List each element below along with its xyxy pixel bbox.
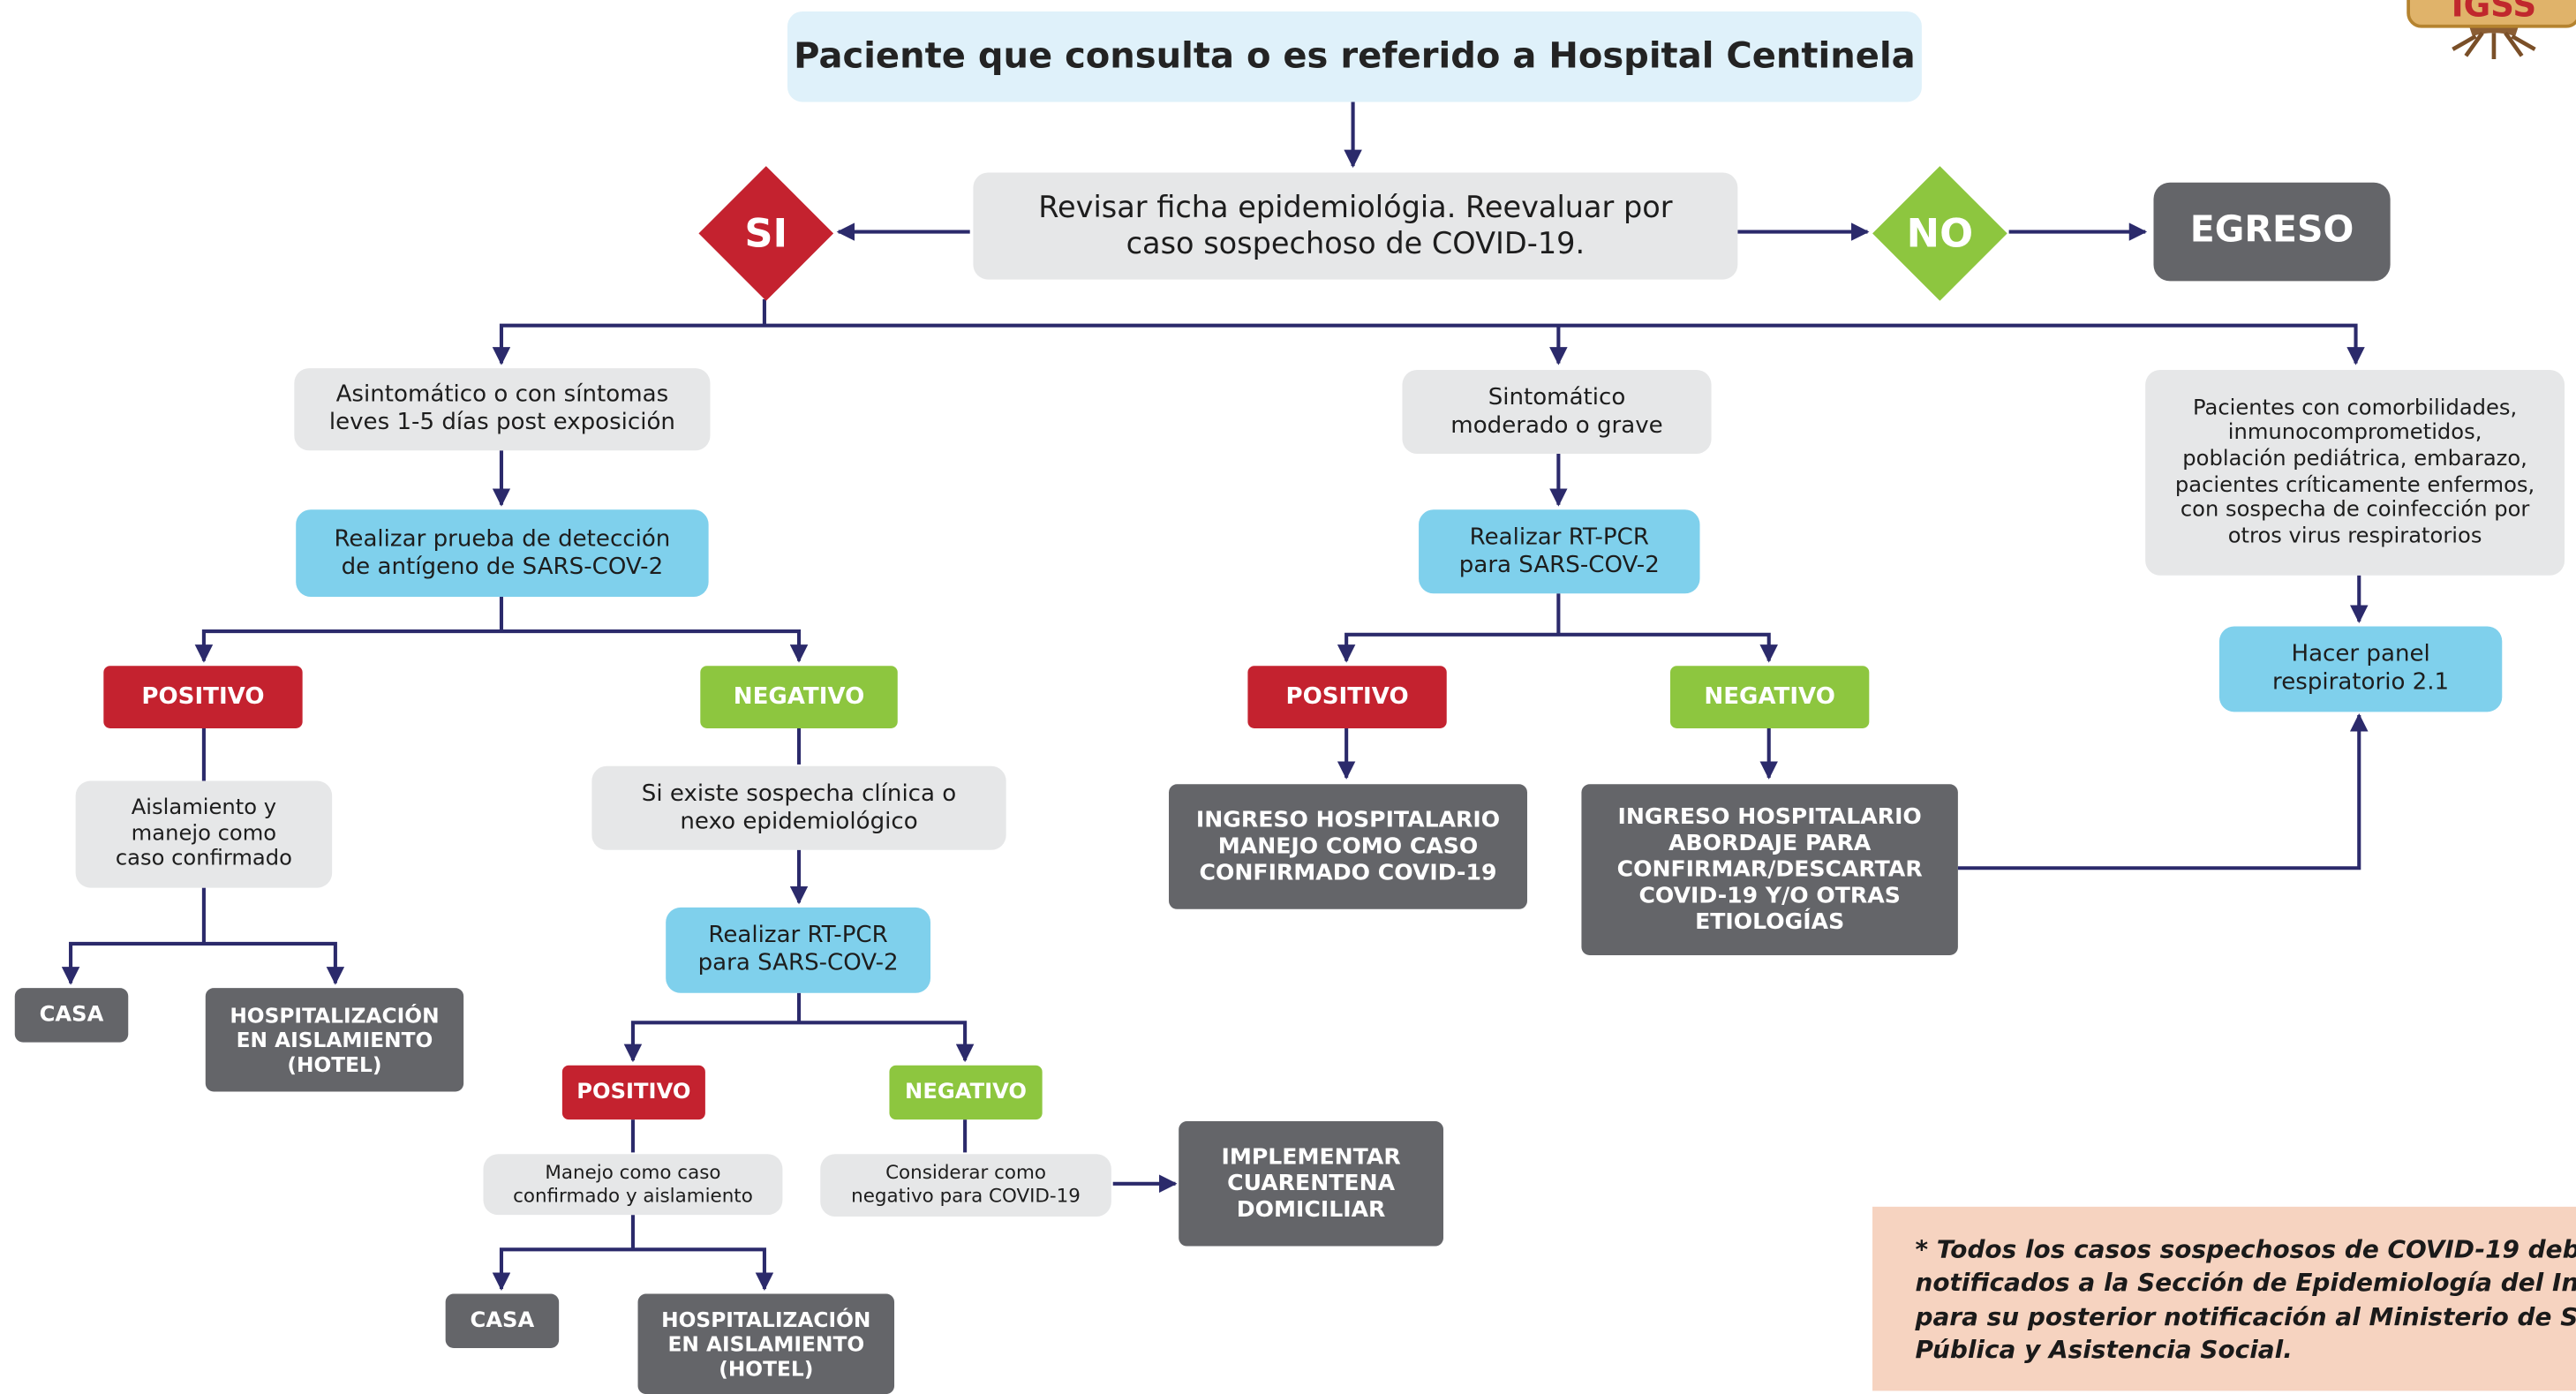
svg-text:IGSS: IGSS <box>2452 0 2536 25</box>
symptomatic-box: Sintomático moderado o grave <box>1402 369 1712 454</box>
start-box: Paciente que consulta o es referido a Ho… <box>787 11 1922 102</box>
left-rtpcr-line-1: Realizar RT-PCR <box>708 923 888 949</box>
left-rtpcr-box: Realizar RT-PCR para SARS-COV-2 <box>666 907 931 993</box>
footnote-line-4: Pública y Asistencia Social. <box>1915 1334 2293 1365</box>
manage-line-2: confirmado y aislamiento <box>513 1182 753 1206</box>
antigen-line-1: Realizar prueba de detección <box>334 525 671 553</box>
consider-line-2: negativo para COVID-19 <box>851 1183 1081 1207</box>
comorb-line-3: población pediátrica, embarazo, <box>2182 447 2527 472</box>
ingreso-neg-line-2: ABORDAJE PARA <box>1668 829 1872 856</box>
hosp2-line-3: (HOTEL) <box>719 1356 814 1382</box>
si-decision: SI <box>698 166 834 301</box>
antigen-test-box: Realizar prueba de detección de antígeno… <box>296 509 709 597</box>
rtpcr-positivo-badge: POSITIVO <box>561 1065 705 1120</box>
ingreso-negativo-box: INGRESO HOSPITALARIO ABORDAJE PARA CONFI… <box>1581 784 1958 955</box>
middle-positivo-badge: POSITIVO <box>1247 666 1447 728</box>
no-decision: NO <box>1872 166 2007 301</box>
middle-rtpcr-line-1: Realizar RT-PCR <box>1469 524 1649 551</box>
asymptomatic-line-1: Asintomático o con síntomas <box>335 381 669 409</box>
footnote-line-2: notificados a la Sección de Epidemiologí… <box>1915 1268 2576 1298</box>
review-line-2: caso sospechoso de COVID-19. <box>1126 226 1586 261</box>
antigen-line-2: de antígeno de SARS-COV-2 <box>341 553 664 580</box>
footnote-line-3: para su posterior notificación al Minist… <box>1915 1300 2576 1331</box>
suspicion-line-2: nexo epidemiológico <box>680 808 918 835</box>
middle-rtpcr-box: Realizar RT-PCR para SARS-COV-2 <box>1419 509 1700 594</box>
isolation-box: Aislamiento y manejo como caso confirmad… <box>75 780 333 888</box>
casa-box-2: CASA <box>445 1293 560 1349</box>
panel-line-1: Hacer panel <box>2291 641 2430 668</box>
middle-rtpcr-line-2: para SARS-COV-2 <box>1458 551 1660 578</box>
no-label: NO <box>1906 210 1974 257</box>
comorbidities-box: Pacientes con comorbilidades, inmunocomp… <box>2145 369 2565 576</box>
hosp2-line-1: HOSPITALIZACIÓN <box>661 1307 871 1332</box>
ingreso-pos-line-2: MANEJO COMO CASO <box>1217 833 1479 860</box>
ingreso-positivo-box: INGRESO HOSPITALARIO MANEJO COMO CASO CO… <box>1169 784 1527 909</box>
suspicion-box: Si existe sospecha clínica o nexo epidem… <box>591 765 1006 850</box>
manage-line-1: Manejo como caso <box>545 1160 721 1184</box>
ingreso-neg-line-4: COVID-19 Y/O OTRAS <box>1638 883 1901 909</box>
isolation-line-2: manejo como <box>131 821 277 847</box>
symptomatic-line-1: Sintomático <box>1488 384 1626 411</box>
footnote-line-1: * Todos los casos sospechosos de COVID-1… <box>1915 1234 2576 1265</box>
asymptomatic-line-2: leves 1-5 días post exposición <box>328 409 675 436</box>
igss-logo: IGSS <box>2407 0 2576 60</box>
si-label: SI <box>744 210 788 257</box>
egreso-box: EGRESO <box>2153 182 2391 282</box>
casa-box: CASA <box>14 988 129 1043</box>
panel-line-2: respiratorio 2.1 <box>2272 668 2450 696</box>
respiratory-panel-box: Hacer panel respiratorio 2.1 <box>2218 626 2503 712</box>
consider-box: Considerar como negativo para COVID-19 <box>820 1154 1111 1217</box>
quarantine-line-3: DOMICILIAR <box>1236 1196 1386 1224</box>
manage-box: Manejo como caso confirmado y aislamient… <box>483 1154 783 1216</box>
quarantine-line-1: IMPLEMENTAR <box>1221 1143 1401 1171</box>
antigen-positivo-badge: POSITIVO <box>103 666 303 728</box>
hospitalizacion-box-2: HOSPITALIZACIÓN EN AISLAMIENTO (HOTEL) <box>637 1293 895 1394</box>
ingreso-neg-line-3: CONFIRMAR/DESCARTAR <box>1616 856 1923 883</box>
hosp-line-1: HOSPITALIZACIÓN <box>230 1002 440 1028</box>
quarantine-box: IMPLEMENTAR CUARENTENA DOMICILIAR <box>1179 1121 1444 1247</box>
asymptomatic-box: Asintomático o con síntomas leves 1-5 dí… <box>294 368 711 451</box>
isolation-line-1: Aislamiento y <box>131 795 277 821</box>
comorb-line-5: con sospecha de coinfección por <box>2180 498 2530 524</box>
middle-negativo-badge: NEGATIVO <box>1669 666 1870 728</box>
hosp-line-3: (HOTEL) <box>287 1051 382 1077</box>
ingreso-neg-line-1: INGRESO HOSPITALARIO <box>1617 802 1922 830</box>
review-line-1: Revisar ficha epidemiológia. Reevaluar p… <box>1038 190 1673 225</box>
quarantine-line-2: CUARENTENA <box>1227 1170 1396 1197</box>
suspicion-line-1: Si existe sospecha clínica o <box>641 780 957 807</box>
antigen-negativo-badge: NEGATIVO <box>700 666 898 728</box>
ingreso-pos-line-1: INGRESO HOSPITALARIO <box>1195 806 1501 833</box>
review-box: Revisar ficha epidemiológia. Reevaluar p… <box>973 172 1738 280</box>
comorb-line-6: otros virus respiratorios <box>2227 524 2482 549</box>
rtpcr-negativo-badge: NEGATIVO <box>889 1065 1043 1120</box>
comorb-line-2: inmunocomprometidos, <box>2227 421 2482 447</box>
ingreso-neg-line-5: ETIOLOGÍAS <box>1695 909 1845 937</box>
symptomatic-line-2: moderado o grave <box>1450 411 1663 439</box>
consider-line-1: Considerar como <box>885 1161 1046 1185</box>
hospitalizacion-box: HOSPITALIZACIÓN EN AISLAMIENTO (HOTEL) <box>205 988 464 1092</box>
hosp2-line-2: EN AISLAMIENTO <box>667 1331 865 1357</box>
footnote: * Todos los casos sospechosos de COVID-1… <box>1872 1206 2576 1391</box>
hosp-line-2: EN AISLAMIENTO <box>236 1027 433 1052</box>
left-rtpcr-line-2: para SARS-COV-2 <box>697 950 899 977</box>
comorb-line-1: Pacientes con comorbilidades, <box>2192 396 2518 421</box>
isolation-line-3: caso confirmado <box>115 847 292 872</box>
comorb-line-4: pacientes críticamente enfermos, <box>2174 472 2535 498</box>
ingreso-pos-line-3: CONFIRMADO COVID-19 <box>1199 860 1497 886</box>
